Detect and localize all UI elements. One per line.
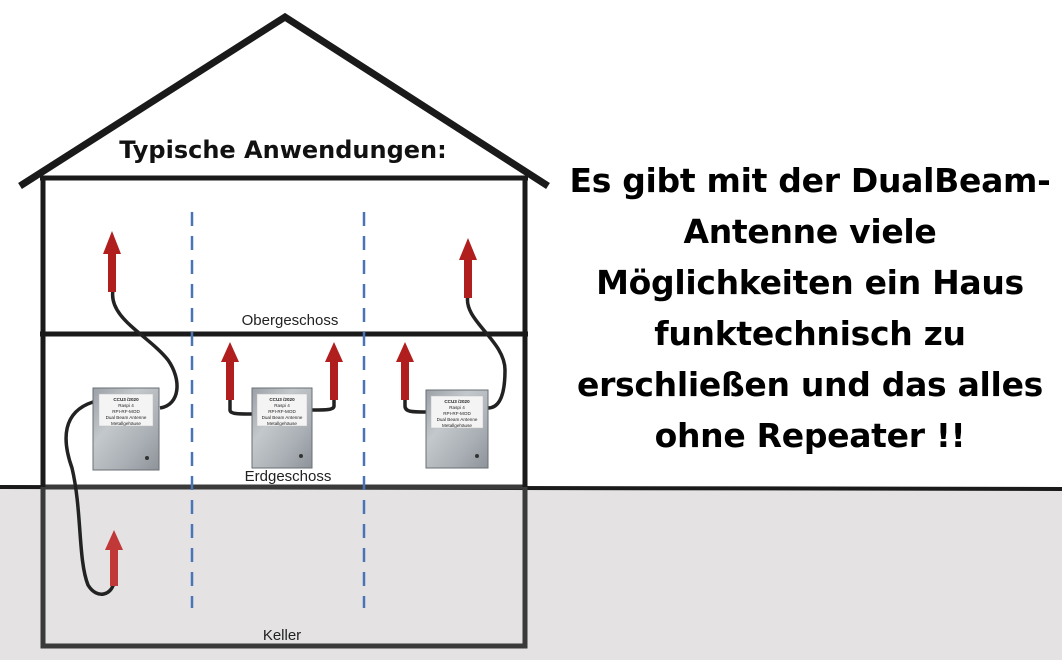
headline-line: Es gibt mit der DualBeam- bbox=[569, 161, 1051, 200]
headline-line: Möglichkeiten ein Haus bbox=[596, 263, 1024, 302]
cable-left-basement bbox=[64, 400, 116, 596]
headline-line: erschließen und das alles bbox=[577, 365, 1043, 404]
floor-label-ground: Erdgeschoss bbox=[245, 468, 332, 485]
device-label-line: RPI-RF-MOD bbox=[443, 411, 471, 416]
antenna-arrow-icon bbox=[459, 238, 477, 298]
cable-right-upper bbox=[465, 294, 507, 410]
antenna-arrow-icon bbox=[103, 231, 121, 292]
metal-case-device-icon bbox=[251, 387, 313, 469]
metal-case-device-icon bbox=[425, 389, 489, 469]
device-label-line: CCU3 /2020 bbox=[269, 397, 295, 402]
device-label-line: Metallgehäuse bbox=[442, 423, 472, 428]
headline-line: ohne Repeater !! bbox=[654, 416, 966, 455]
cable-right-lower bbox=[403, 398, 427, 414]
floor-label-basement: Keller bbox=[263, 627, 301, 644]
floor-label-upper: Obergeschoss bbox=[242, 312, 339, 329]
antenna-arrow-icon bbox=[325, 342, 343, 400]
roof bbox=[18, 12, 550, 189]
headline-line: Antenne viele bbox=[683, 212, 937, 251]
device-label-line: Raspi 4 bbox=[118, 403, 134, 408]
device-label-line: Dual Beam Antenne bbox=[262, 415, 303, 420]
headline-line: funktechnisch zu bbox=[654, 314, 966, 353]
basement-outline bbox=[40, 484, 528, 649]
device-label-left: CCU3 /2020 Raspi 4 RPI-RF-MOD Dual Beam … bbox=[106, 397, 147, 426]
device-label-line: Dual Beam Antenne bbox=[106, 415, 147, 420]
device-label-line: RPI-RF-MOD bbox=[268, 409, 296, 414]
device-label-line: Metallgehäuse bbox=[267, 421, 297, 426]
cable-middle-right bbox=[311, 398, 336, 412]
antenna-arrow-icon bbox=[221, 342, 239, 400]
device-label-middle: CCU3 /2020 Raspi 4 RPI-RF-MOD Dual Beam … bbox=[262, 397, 303, 426]
headline-text: Es gibt mit der DualBeam- Antenne viele … bbox=[560, 155, 1060, 461]
device-label-line: Dual Beam Antenne bbox=[437, 417, 478, 422]
antenna-arrow-icon bbox=[105, 530, 123, 586]
device-label-right: CCU3 /2020 Raspi 4 RPI-RF-MOD Dual Beam … bbox=[437, 399, 478, 428]
cable-middle-left bbox=[228, 398, 253, 416]
device-label-line: Raspi 4 bbox=[449, 405, 465, 410]
metal-case-device-icon bbox=[92, 387, 160, 471]
device-label-line: Metallgehäuse bbox=[111, 421, 141, 426]
ground-area bbox=[0, 487, 1062, 660]
diagram-title: Typische Anwendungen: bbox=[119, 136, 447, 164]
device-label-line: CCU3 /2020 bbox=[113, 397, 139, 402]
device-label-line: RPI-RF-MOD bbox=[112, 409, 140, 414]
device-label-line: CCU3 /2020 bbox=[444, 399, 470, 404]
device-label-line: Raspi 4 bbox=[274, 403, 290, 408]
antenna-arrow-icon bbox=[396, 342, 414, 400]
cable-left-upper bbox=[110, 289, 179, 410]
